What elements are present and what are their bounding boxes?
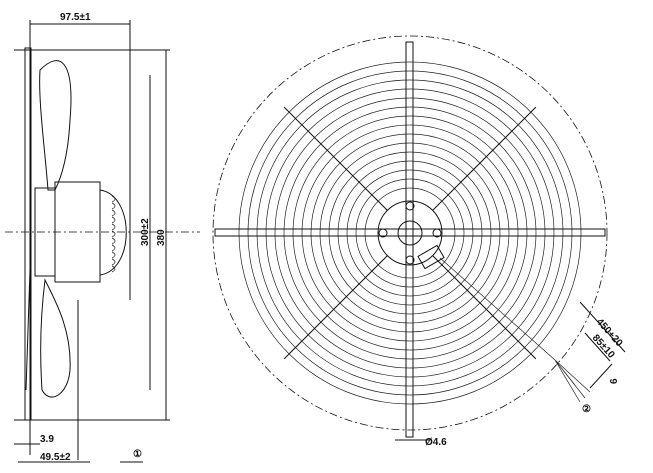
horizontal-bar [214,228,606,237]
guard-ring [247,70,573,396]
view-marker-1: ① [133,449,142,460]
guard-ring [238,61,582,405]
guard-strut [432,106,537,211]
shaft [397,220,423,246]
cooling-fin [111,195,116,203]
guard-ring [346,169,474,297]
cooling-fin [111,202,116,210]
guard-ring [265,88,555,378]
guard-ring [364,187,456,279]
cooling-fin [111,223,116,231]
cooling-fin [111,258,116,266]
guard-ring [292,115,528,351]
fan-blade [39,60,72,191]
cooling-fin [111,244,116,252]
wire-end-dimension: 6 [609,378,620,384]
cooling-fin [111,216,116,224]
guard-ring [274,97,546,369]
motor-hub-front [377,200,443,266]
side-view: 97.5±1 300±2 380 3.9 49.5±2 ① [5,12,200,463]
offset-dimension: 3.9 [40,434,54,445]
depth-dimension: 97.5±1 [60,12,91,23]
overall-height-dimension: 380 [156,229,167,246]
guard-strut [283,255,388,360]
cooling-fin [111,230,116,238]
guard-ring [310,133,510,333]
guard-strut [432,255,537,360]
cable-marker-2: ② [582,404,591,415]
guard-plate [24,47,32,421]
guard-ring [283,106,537,360]
mounting-circle [212,35,608,431]
motor-cap [99,189,127,276]
guard-ring [328,151,492,315]
terminal-box [417,244,445,270]
guard-ring [355,178,465,288]
motor-body [54,181,101,283]
hole-diameter-dimension: Ø4.6 [425,437,447,448]
mount-depth-dimension: 49.5±2 [40,452,71,463]
cooling-fin [111,237,116,245]
guard-ring [256,79,564,387]
cooling-fin [111,251,116,259]
front-view: Ø4.6 450+20 85±10 6 ② [212,35,626,448]
guard-strut [283,106,388,211]
cooling-fin [111,209,116,217]
guard-ring [301,124,519,342]
cooling-fin [111,265,116,273]
vertical-bar [405,41,414,438]
guard-ring [319,142,501,324]
guard-ring [337,160,483,306]
cable [439,257,591,403]
guard-height-dimension: 300±2 [140,218,151,246]
fan-blade [40,278,71,398]
